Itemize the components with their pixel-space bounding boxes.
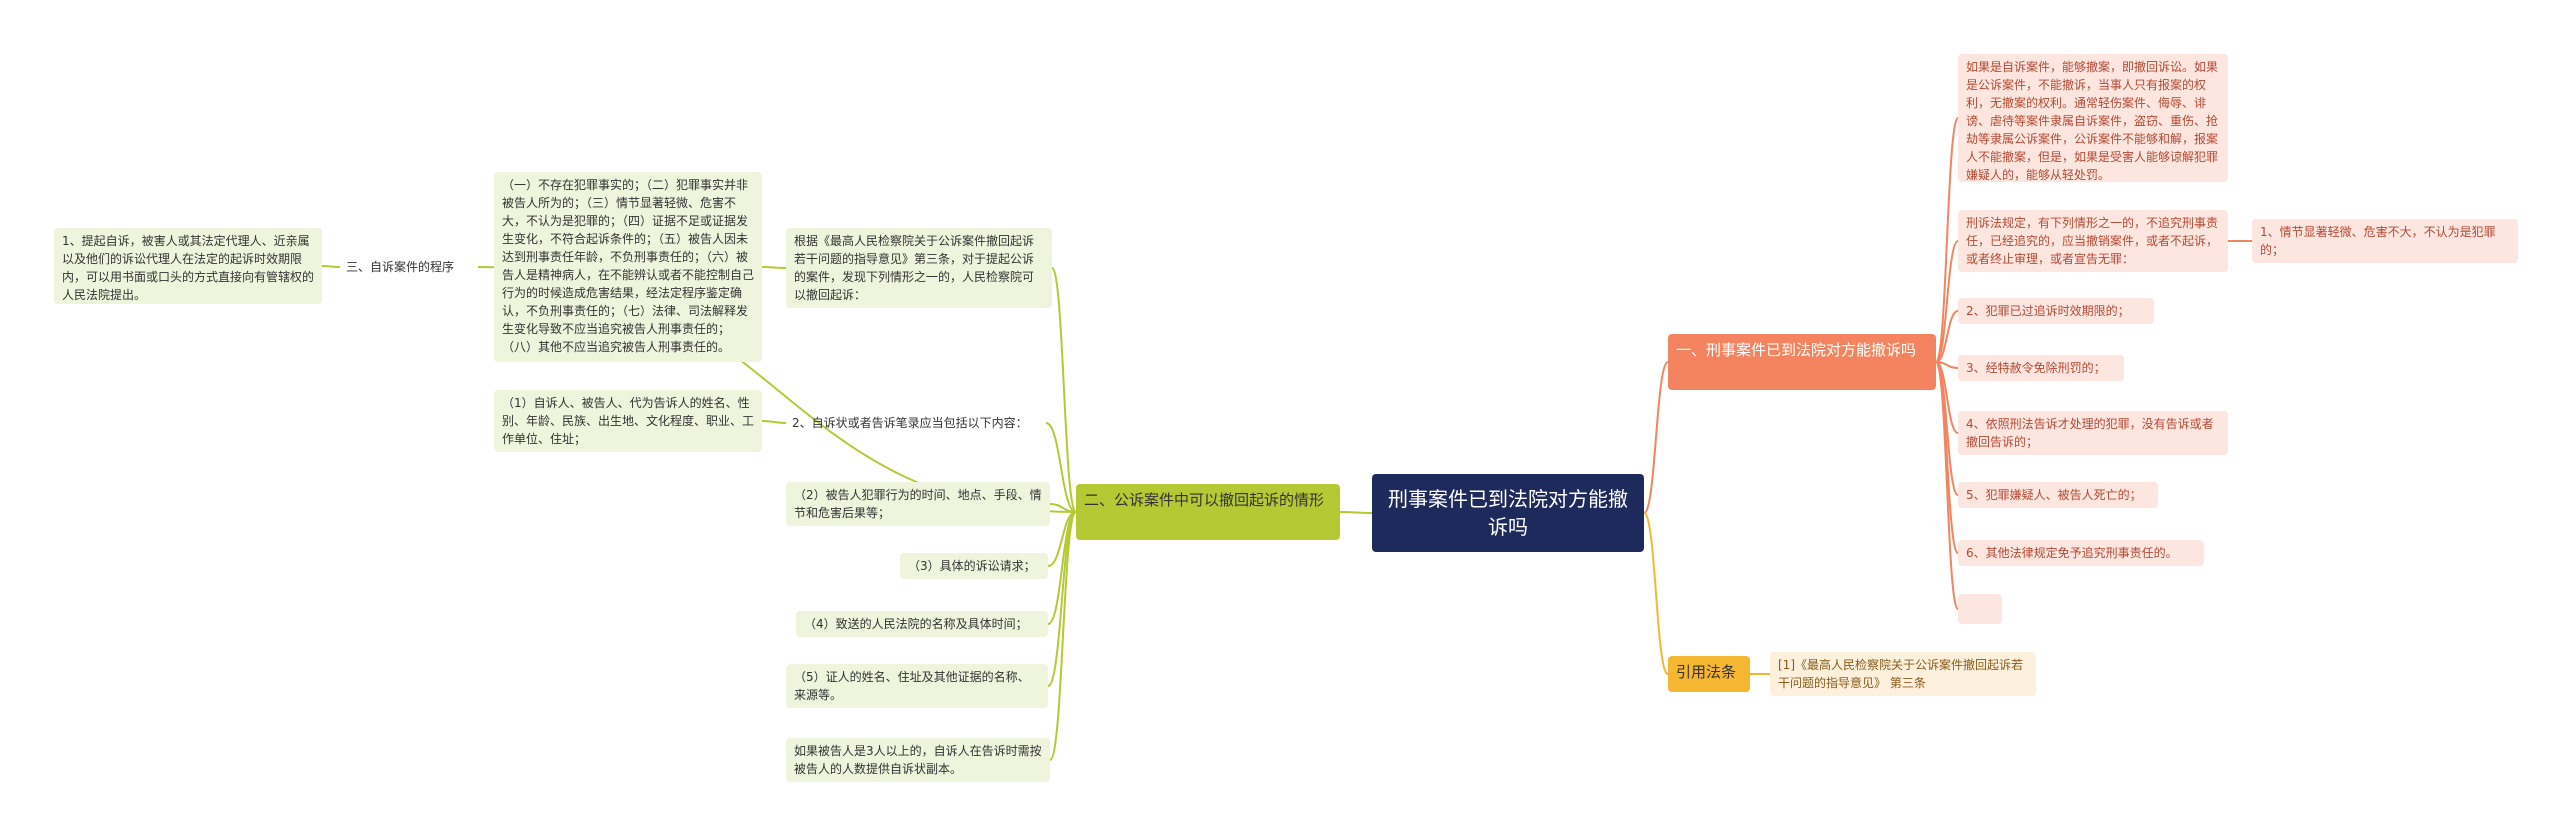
- root-topic[interactable]: 刑事案件已到法院对方能撤诉吗: [1372, 474, 1644, 552]
- branch-public-prosecution[interactable]: 二、公诉案件中可以撤回起诉的情形: [1076, 484, 1340, 540]
- node-no-liability-5[interactable]: 5、犯罪嫌疑人、被告人死亡的；: [1958, 482, 2158, 508]
- node-no-liability-1[interactable]: 1、情节显著轻微、危害不大，不认为是犯罪的；: [2252, 219, 2518, 263]
- node-complaint-item-5[interactable]: （5）证人的姓名、住址及其他证据的名称、来源等。: [786, 664, 1048, 708]
- branch-withdraw-question[interactable]: 一、刑事案件已到法院对方能撤诉吗: [1668, 334, 1936, 390]
- node-procedure[interactable]: 三、自诉案件的程序: [346, 260, 455, 274]
- node-no-liability-6[interactable]: 6、其他法律规定免予追究刑事责任的。: [1958, 540, 2204, 566]
- node-empty[interactable]: [1958, 594, 2002, 624]
- connector-n-left-6: [1047, 511, 1077, 687]
- node-complaint-item-2[interactable]: （2）被告人犯罪行为的时间、地点、手段、情节和危害后果等；: [786, 482, 1050, 526]
- branch-cited-law[interactable]: 引用法条: [1668, 656, 1750, 692]
- connector-n-left-7: [1049, 511, 1077, 761]
- node-no-liability-rule[interactable]: 刑诉法规定，有下列情形之一的，不追究刑事责任，已经追究的，应当撤销案件，或者不起…: [1958, 210, 2228, 272]
- node-complaint-item-3[interactable]: （3）具体的诉讼请求；: [900, 553, 1048, 579]
- node-complaint-item-6[interactable]: 如果被告人是3人以上的，自诉人在告诉时需按被告人的人数提供自诉状副本。: [786, 738, 1050, 782]
- connector-n-basis-0: [761, 266, 787, 269]
- node-citation[interactable]: [1]《最高人民检察院关于公诉案件撤回起诉若干问题的指导意见》 第三条: [1770, 652, 2036, 696]
- node-basis[interactable]: 根据《最高人民检察院关于公诉案件撤回起诉若干问题的指导意见》第三条，对于提起公诉…: [786, 228, 1052, 308]
- connector-n-root-0: [1339, 511, 1373, 514]
- node-complaint-content[interactable]: 2、自诉状或者告诉笔录应当包括以下内容：: [792, 416, 1028, 430]
- node-basis-detail[interactable]: （一）不存在犯罪事实的；（二）犯罪事实并非被告人所为的；（三）情节显著轻微、危害…: [494, 172, 762, 362]
- connector-n-root-0: [1643, 361, 1669, 514]
- node-private-vs-public[interactable]: 如果是自诉案件，能够撤案，即撤回诉讼。如果是公诉案件，不能撤诉，当事人只有报案的…: [1958, 54, 2228, 182]
- node-no-liability-4[interactable]: 4、依照刑法告诉才处理的犯罪，没有告诉或者撤回告诉的；: [1958, 411, 2228, 455]
- connector-n-r1-7: [1935, 361, 1959, 610]
- node-procedure-detail[interactable]: 1、提起自诉，被害人或其法定代理人、近亲属以及他们的诉讼代理人在法定的起诉时效期…: [54, 228, 322, 304]
- connector-n-comp-0: [761, 420, 787, 424]
- node-complaint-item-4[interactable]: （4）致送的人民法院的名称及具体时间；: [796, 611, 1048, 637]
- node-complaint-item-1[interactable]: （1）自诉人、被告人、代为告诉人的姓名、性别、年龄、民族、出生地、文化程度、职业…: [494, 390, 762, 452]
- connector-n-proc-0: [321, 265, 341, 268]
- connector-n-left-0: [1051, 267, 1077, 513]
- connector-n-r1-1: [1935, 240, 1959, 363]
- root-title: 刑事案件已到法院对方能撤诉吗: [1388, 487, 1628, 539]
- node-no-liability-2[interactable]: 2、犯罪已过追诉时效期限的；: [1958, 298, 2154, 324]
- connector-n-r1-0: [1935, 117, 1959, 363]
- connector-n-r1-2: [1935, 310, 1959, 363]
- connector-n-root-0: [1643, 512, 1669, 675]
- connector-n-left-2: [1045, 422, 1077, 513]
- connector-n-r1-6: [1935, 361, 1959, 554]
- node-no-liability-3[interactable]: 3、经特赦令免除刑罚的；: [1958, 355, 2124, 381]
